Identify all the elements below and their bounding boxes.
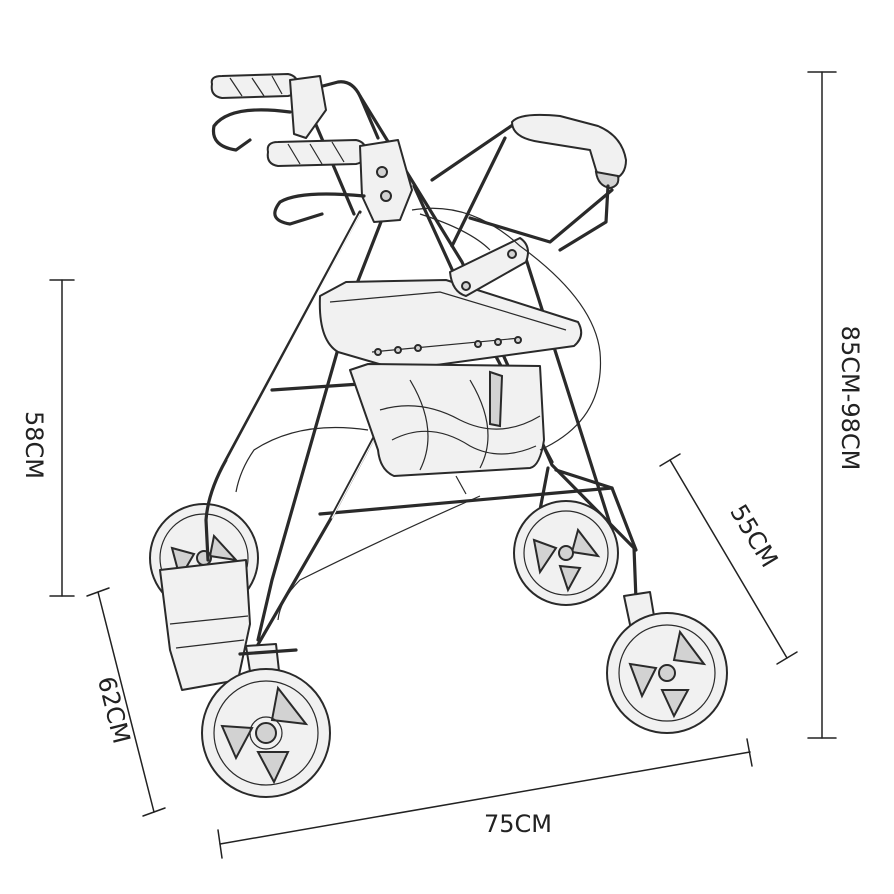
dimension-label: 62CM — [92, 674, 136, 747]
dimension-tick — [776, 651, 798, 665]
dimension-label: 85CM-98CM — [836, 326, 864, 471]
rear-wheel-right — [513, 500, 619, 606]
dimension-height-total: 85CM-98CM — [807, 71, 864, 739]
dimension-line — [219, 751, 751, 845]
push-handle — [511, 113, 627, 252]
folding-joint — [449, 237, 529, 297]
dimension-tick — [142, 807, 166, 817]
dimension-line — [669, 459, 788, 659]
front-wheel-left — [201, 643, 331, 798]
handle-grip-far — [210, 73, 327, 152]
dimension-tick — [659, 453, 681, 467]
walker-illustration — [149, 73, 728, 798]
dimension-width-total: 75CM — [217, 738, 753, 859]
dimension-width-front: 62CM — [86, 587, 166, 817]
dimension-tick — [86, 587, 110, 597]
handle-grip-near — [266, 139, 413, 226]
storage-basket — [349, 363, 545, 495]
brake-cables — [235, 207, 602, 621]
side-bag — [159, 559, 251, 691]
dimension-label: 75CM — [484, 810, 552, 838]
front-wheel-right — [606, 591, 728, 734]
dimension-line — [97, 591, 155, 813]
dimension-seat-height: 58CM — [20, 279, 75, 597]
dimension-tick — [746, 738, 753, 767]
dimension-label: 58CM — [20, 411, 48, 479]
dimension-tick — [217, 829, 223, 859]
seat — [318, 279, 583, 371]
dimension-label: 55CM — [724, 500, 783, 573]
